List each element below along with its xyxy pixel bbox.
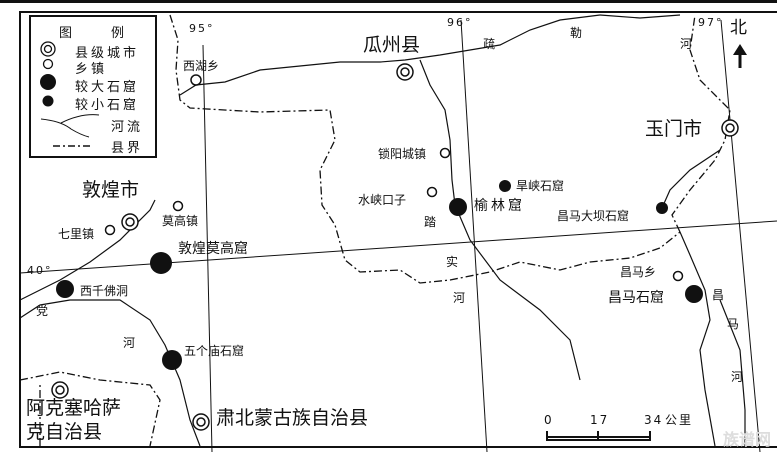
county-seat-yumen[interactable] — [721, 119, 739, 137]
county-boundary-line — [169, 14, 681, 284]
county-seat-akesai[interactable] — [51, 381, 69, 399]
grotto-yulin[interactable] — [449, 198, 467, 216]
county-boundary-line — [671, 14, 731, 233]
grotto-changma[interactable] — [685, 285, 703, 303]
grotto-mogao[interactable] — [150, 252, 172, 274]
north-label: 北 — [730, 18, 747, 38]
river-shule — [599, 14, 681, 19]
label-lon-97: 97° — [698, 16, 724, 29]
place-shuixiakouzi: 水峡口子 — [358, 193, 407, 207]
place-subei: 肃北蒙古族自治县 — [216, 407, 369, 429]
place-changma-town: 昌马乡 — [620, 265, 657, 279]
map-frame — [19, 11, 777, 448]
town-shuixiakouzi[interactable] — [426, 186, 438, 198]
legend-river-icon — [40, 114, 100, 138]
legend-large-dot-icon — [40, 74, 56, 90]
scale-unit: 公里 — [665, 413, 694, 427]
river-shule — [179, 14, 601, 96]
label-lat-40: 40° — [27, 264, 53, 277]
place-changma-dam: 昌马大坝石窟 — [557, 209, 630, 223]
place-akesai: 阿克塞哈萨 — [26, 397, 122, 419]
river-label: 马 — [727, 317, 740, 331]
legend-label: 县界 — [111, 141, 144, 156]
river-label: 党 — [36, 304, 49, 318]
place-yumen: 玉门市 — [645, 118, 703, 140]
grotto-wugemiao[interactable] — [162, 350, 182, 370]
river-tashi — [454, 204, 581, 381]
county-boundaries — [19, 14, 731, 447]
river-label: 踏 — [424, 215, 437, 229]
place-mogao-grotto: 敦煌莫高窟 — [178, 241, 248, 257]
river-label: 实 — [446, 255, 459, 269]
place-suoyang: 锁阳城镇 — [378, 147, 427, 161]
town-suoyang[interactable] — [439, 147, 451, 159]
river-dang — [19, 199, 156, 301]
county-seat-guazhou[interactable] — [396, 63, 414, 81]
place-wugemiao: 五个庙石窟 — [184, 344, 245, 358]
legend-title: 图 — [59, 26, 76, 41]
river-label: 河 — [123, 336, 136, 350]
river-changma — [719, 299, 746, 446]
river-label: 昌 — [712, 288, 725, 302]
county-seat-dunhuang[interactable] — [121, 213, 139, 231]
legend-label: 县级城市 — [75, 46, 140, 61]
meridian-97 — [720, 19, 761, 452]
place-guazhou: 瓜州县 — [363, 34, 421, 56]
river-label: 河 — [680, 37, 693, 51]
scale-tick-0: 0 — [544, 413, 552, 427]
river-label: 疏 — [483, 37, 496, 51]
legend-label: 河流 — [111, 120, 144, 135]
legend-label: 乡镇 — [75, 62, 108, 77]
label-lon-95: 95° — [189, 22, 215, 35]
grotto-xiqian[interactable] — [56, 280, 74, 298]
legend-label: 较小石窟 — [75, 98, 140, 113]
legend-title: 例 — [111, 26, 128, 41]
parallel-40 — [19, 220, 777, 274]
river-changma — [679, 231, 716, 447]
town-qili[interactable] — [104, 224, 116, 236]
river-label: 河 — [453, 291, 466, 305]
legend-label: 较大石窟 — [75, 80, 140, 95]
place-mogao-town: 莫高镇 — [162, 214, 199, 228]
scale-bar — [546, 431, 651, 441]
town-changma[interactable] — [672, 270, 684, 282]
north-arrow-icon — [733, 44, 747, 68]
town-xihu[interactable] — [190, 74, 202, 86]
legend-small-dot-icon — [42, 95, 54, 107]
meridian-95 — [202, 44, 213, 452]
top-rule — [0, 0, 777, 3]
place-hanxia: 旱峡石窟 — [516, 179, 565, 193]
legend: 图 例 县级城市 乡镇 较大石窟 较小石窟 河流 县界 — [29, 15, 157, 158]
watermark: 族谱网 — [722, 430, 771, 449]
town-mogao[interactable] — [172, 200, 184, 212]
rivers — [19, 14, 746, 447]
river-tributary — [661, 149, 721, 209]
county-seat-subei[interactable] — [192, 413, 210, 431]
place-xiqian: 西千佛洞 — [80, 284, 129, 298]
river-tashi — [419, 59, 456, 206]
place-yulin: 榆林窟 — [474, 198, 525, 214]
place-dunhuang: 敦煌市 — [82, 179, 140, 201]
label-lon-96: 96° — [447, 16, 473, 29]
river-dang — [19, 299, 201, 447]
river-label: 勒 — [570, 26, 583, 40]
place-akesai: 克自治县 — [26, 421, 103, 443]
meridian-96 — [460, 19, 488, 452]
place-changma-grotto: 昌马石窟 — [608, 290, 664, 306]
scale-tick-34: 34 — [644, 413, 664, 427]
legend-circle-icon — [42, 58, 54, 70]
place-qili: 七里镇 — [58, 227, 95, 241]
grotto-hanxia[interactable] — [499, 180, 511, 192]
river-label: 河 — [731, 370, 744, 384]
place-xihu: 西湖乡 — [183, 59, 220, 73]
scale-tick-17: 17 — [590, 413, 610, 427]
county-boundary-line — [19, 371, 161, 447]
grotto-changma-dam[interactable] — [656, 202, 668, 214]
